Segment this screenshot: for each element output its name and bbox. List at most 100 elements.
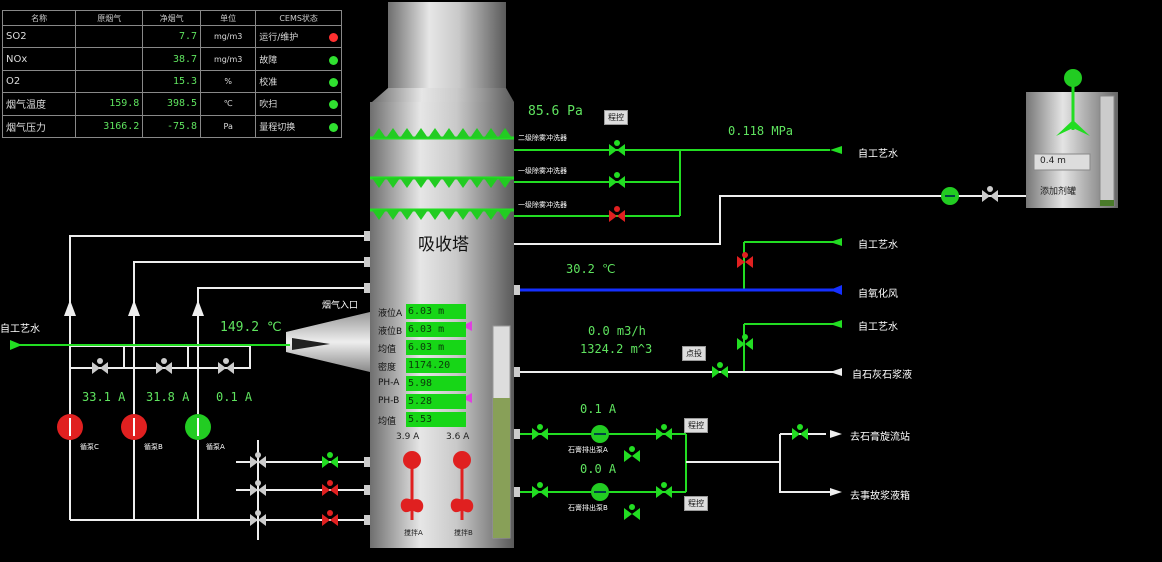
- status-indicator-icon: [329, 33, 338, 43]
- cems-unit-text: Pa: [223, 121, 233, 131]
- recirc-pump-a-label: 循泵A: [206, 443, 225, 451]
- oxidation-air-arrow: [830, 285, 842, 295]
- tower-title: 吸收塔: [418, 235, 469, 255]
- limestone-flow: 0.0 m3/h: [588, 324, 646, 338]
- process-water-label-1: 自工艺水: [858, 149, 898, 160]
- gypsum-pump-a-label: 石膏排出泵A: [568, 446, 608, 454]
- cems-name-text: O2: [6, 75, 21, 87]
- demister-tooth: [372, 210, 386, 220]
- tower-cone: [372, 88, 514, 102]
- valve-icon[interactable]: [532, 424, 548, 440]
- valve-icon[interactable]: [250, 452, 266, 468]
- valve-icon[interactable]: [712, 362, 728, 378]
- cems-clean-text: 398.5: [166, 98, 198, 110]
- additive-tank-level-bar: [1099, 95, 1115, 207]
- additive-mixer-motor-icon[interactable]: [1064, 69, 1082, 87]
- cems-unit: Pa: [200, 114, 257, 139]
- demister-label-3: 一级除雾冲洗器: [518, 201, 567, 209]
- valve-icon[interactable]: [609, 172, 625, 188]
- tower-reading-label: 均值: [378, 345, 397, 355]
- tower-reading-value: 5.98: [406, 376, 466, 391]
- additive-mixer-blade: [1056, 120, 1090, 136]
- valve-icon[interactable]: [624, 446, 640, 462]
- tower-reading-label: 液位A: [378, 309, 403, 319]
- valve-icon[interactable]: [792, 424, 808, 440]
- demister-tooth: [386, 128, 400, 138]
- valve-icon[interactable]: [218, 358, 234, 374]
- demister-tooth: [372, 128, 386, 138]
- tower-reading-value: 6.03 m: [406, 304, 466, 319]
- valve-icon[interactable]: [92, 358, 108, 374]
- demister-tooth: [386, 210, 400, 220]
- level-marker-icon: [462, 321, 472, 331]
- valve-icon[interactable]: [609, 206, 625, 222]
- tower-reading-value: 5.28: [406, 394, 466, 409]
- valve-icon[interactable]: [624, 504, 640, 520]
- demister-tooth: [456, 178, 470, 188]
- valve-icon[interactable]: [656, 482, 672, 498]
- valve-icon[interactable]: [322, 452, 338, 468]
- recirc-arrows: [64, 300, 204, 316]
- valve-icon[interactable]: [250, 510, 266, 526]
- status-indicator-icon: [329, 100, 338, 110]
- valve-icon[interactable]: [156, 358, 172, 374]
- valve-icon[interactable]: [609, 140, 625, 156]
- demister-tooth: [442, 210, 456, 220]
- col-header-raw: 原烟气: [75, 10, 144, 26]
- program-control-button-3[interactable]: 程控: [684, 496, 708, 511]
- cems-unit-text: ℃: [223, 99, 233, 109]
- program-control-button-1[interactable]: 程控: [604, 110, 628, 125]
- program-control-button-2[interactable]: 程控: [684, 418, 708, 433]
- additive-level: 0.4 m: [1040, 156, 1066, 166]
- tower-nozzles: [364, 231, 520, 525]
- agitator-b-motor-icon[interactable]: [453, 451, 471, 469]
- cems-name-text: NOx: [6, 53, 28, 65]
- valve-icon[interactable]: [322, 480, 338, 496]
- valve-icon[interactable]: [656, 424, 672, 440]
- recirc-pump-a-current: 0.1 A: [216, 390, 253, 404]
- additive-level-box: [1033, 153, 1091, 171]
- oxidation-air-label: 自氧化风: [858, 289, 898, 300]
- recirc-pump-c-label: 循泵C: [80, 443, 99, 451]
- tower-reading-label: 液位B: [378, 327, 403, 337]
- valve-icon[interactable]: [737, 252, 753, 268]
- cems-status-text: 校准: [259, 77, 278, 88]
- process-water-label-2: 自工艺水: [858, 240, 898, 251]
- demister-tooth: [400, 210, 414, 220]
- chimney: [388, 2, 506, 88]
- valve-icon[interactable]: [532, 482, 548, 498]
- cems-raw-text: 3166.2: [103, 120, 140, 132]
- recirc-pump-b-label: 循泵B: [144, 443, 163, 451]
- tower-reading-label: PH-B: [378, 396, 400, 406]
- manual-feed-button[interactable]: 点投: [682, 346, 706, 361]
- limestone-label: 自石灰石浆液: [852, 370, 912, 381]
- demister-tooth: [414, 210, 428, 220]
- demister-tooth: [414, 128, 428, 138]
- valve-icon[interactable]: [322, 510, 338, 526]
- tower-reading-value: 5.53: [406, 412, 466, 427]
- cems-name: NOx: [1, 47, 77, 71]
- process-water-label-left: 自工艺水: [0, 324, 40, 335]
- demister-tooth: [498, 210, 512, 220]
- demister-tooth: [428, 128, 442, 138]
- tower-reading-label: PH-A: [378, 378, 400, 388]
- demister-tooth: [484, 210, 498, 220]
- process-water-arrow-left: [10, 340, 22, 350]
- cems-status-text: 运行/维护: [259, 33, 299, 44]
- demister-tooth: [456, 128, 470, 138]
- additive-tank-label: 添加剂罐: [1040, 187, 1077, 197]
- valve-icon[interactable]: [250, 480, 266, 496]
- agitator-a-motor-icon[interactable]: [403, 451, 421, 469]
- status-indicator-icon: [329, 122, 338, 132]
- cems-name: 烟气压力: [1, 114, 77, 139]
- ph-marker-icon: [462, 393, 472, 403]
- process-water-label-3: 自工艺水: [858, 322, 898, 333]
- cems-name-text: 烟气温度: [6, 100, 46, 112]
- valve-icon[interactable]: [982, 186, 998, 202]
- valve-icon[interactable]: [737, 334, 753, 350]
- additive-tank-level-fill: [1100, 200, 1114, 206]
- flue-inlet-label: 烟气入口: [322, 301, 359, 311]
